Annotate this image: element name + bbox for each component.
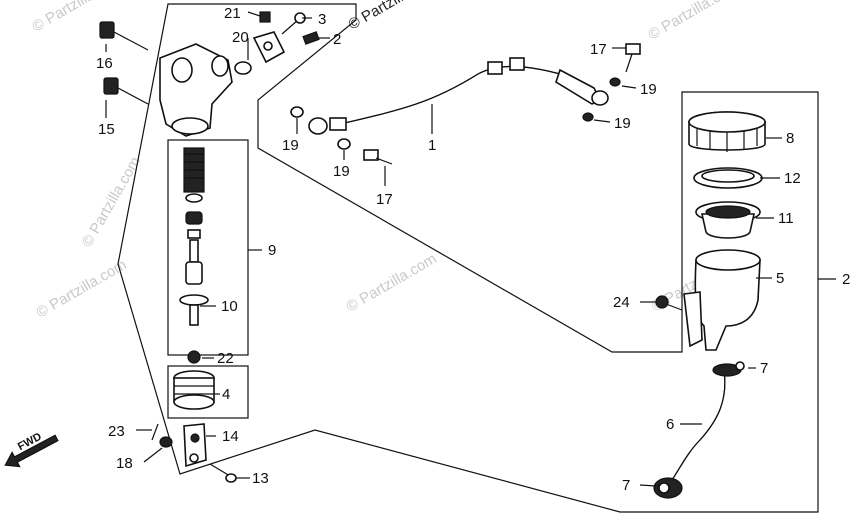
fwd-arrow: FWD bbox=[4, 431, 59, 468]
master-cylinder-outline bbox=[117, 3, 819, 513]
bolt-17-top bbox=[625, 43, 641, 73]
callout-18: 18 bbox=[116, 455, 133, 472]
callout-23: 23 bbox=[108, 423, 125, 440]
piston-kit-box bbox=[167, 139, 249, 356]
callout-8: 8 bbox=[786, 130, 794, 147]
leader-lines bbox=[105, 11, 836, 487]
callout-7b: 7 bbox=[622, 477, 630, 494]
washer-18 bbox=[159, 436, 173, 448]
callout-17b: 17 bbox=[376, 191, 393, 208]
watermark-top: © Partzilla.com bbox=[346, 0, 442, 33]
callout-7a: 7 bbox=[760, 360, 768, 377]
callout-19b: 19 bbox=[614, 115, 631, 132]
watermark-6: © Partzilla.com bbox=[79, 154, 144, 250]
master-cylinder-body bbox=[159, 43, 233, 137]
brake-hose-1 bbox=[308, 57, 609, 135]
reservoir-cap-8 bbox=[688, 111, 766, 152]
bolt-16 bbox=[99, 21, 149, 51]
joint-14 bbox=[183, 423, 207, 468]
bolt-15 bbox=[103, 77, 149, 105]
callout-6: 6 bbox=[666, 416, 674, 433]
callout-13: 13 bbox=[252, 470, 269, 487]
reservoir-hose-6 bbox=[671, 369, 726, 481]
callout-14: 14 bbox=[222, 428, 239, 445]
pin-23 bbox=[151, 423, 159, 441]
callout-15: 15 bbox=[98, 121, 115, 138]
pin-13 bbox=[209, 463, 237, 483]
callout-2a: 2 bbox=[333, 31, 341, 48]
boot-4 bbox=[173, 370, 215, 410]
callouts: 21 3 20 2 16 15 17 19 19 19 19 1 17 8 12… bbox=[96, 5, 850, 494]
boot-box bbox=[167, 365, 249, 419]
watermark-2: © Partzilla.com bbox=[646, 0, 742, 43]
callout-12: 12 bbox=[784, 170, 801, 187]
callout-24: 24 bbox=[613, 294, 630, 311]
callout-5: 5 bbox=[776, 270, 784, 287]
callout-20: 20 bbox=[232, 29, 249, 46]
diaphragm-11 bbox=[695, 201, 761, 239]
callout-19d: 19 bbox=[333, 163, 350, 180]
callout-19c: 19 bbox=[282, 137, 299, 154]
piston-assembly-9 bbox=[179, 147, 209, 364]
plate-12 bbox=[693, 167, 763, 189]
clip-7-upper bbox=[712, 361, 745, 377]
bolt-17-lower bbox=[363, 149, 393, 165]
callout-4: 4 bbox=[222, 386, 230, 403]
callout-16: 16 bbox=[96, 55, 113, 72]
callout-11: 11 bbox=[778, 210, 794, 227]
callout-2b: 2 bbox=[842, 271, 850, 288]
callout-17a: 17 bbox=[590, 41, 607, 58]
callout-9: 9 bbox=[268, 242, 276, 259]
watermark-3: © Partzilla.com bbox=[34, 256, 130, 321]
callout-22: 22 bbox=[217, 350, 234, 367]
clip-7-lower bbox=[653, 477, 683, 499]
callout-19a: 19 bbox=[640, 81, 657, 98]
callout-1: 1 bbox=[428, 137, 436, 154]
washers-19 bbox=[290, 77, 621, 150]
assembly-outlines bbox=[117, 3, 819, 513]
callout-10: 10 bbox=[221, 298, 238, 315]
callout-21: 21 bbox=[224, 5, 241, 22]
watermark-4: © Partzilla.com bbox=[344, 250, 440, 315]
callout-3: 3 bbox=[318, 11, 326, 28]
reservoir-5 bbox=[683, 249, 761, 351]
